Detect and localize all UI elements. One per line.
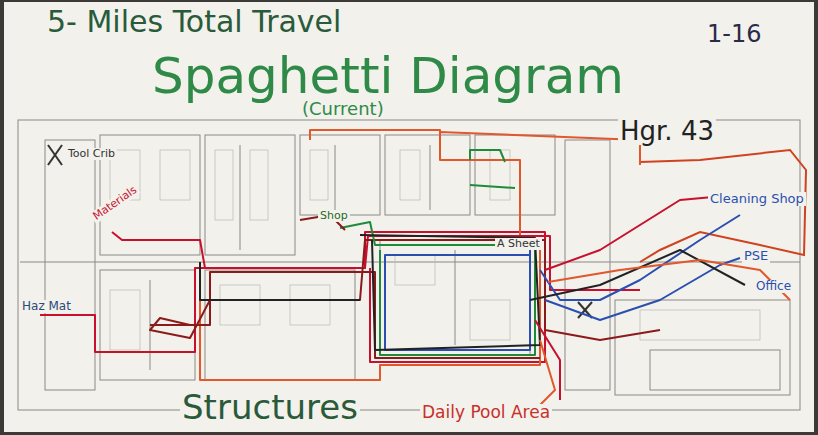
subtitle-note: (Current) [300, 100, 386, 119]
cleaning-shop-outline [640, 150, 806, 262]
location-label: Tool Crib [66, 148, 117, 160]
location-label: Office [754, 280, 793, 293]
travel-lines [40, 130, 790, 405]
total-travel-note: 5- Miles Total Travel [45, 6, 343, 38]
floor-plan [18, 120, 800, 410]
location-label: Haz Mat [20, 300, 73, 313]
area-label: Structures [180, 390, 360, 426]
date-note: 1-16 [705, 22, 763, 47]
location-label: Materials [89, 183, 140, 224]
location-label: Daily Pool Area [420, 404, 552, 422]
location-label: A Sheet [495, 238, 542, 250]
location-label: Shop [318, 210, 350, 222]
hangar-label: Hgr. 43 [618, 118, 716, 145]
diagram-title: Spaghetti Diagram [150, 50, 626, 103]
location-label: Cleaning Shop [708, 192, 806, 206]
location-label: PSE [742, 249, 770, 263]
plan-detail [110, 150, 760, 350]
